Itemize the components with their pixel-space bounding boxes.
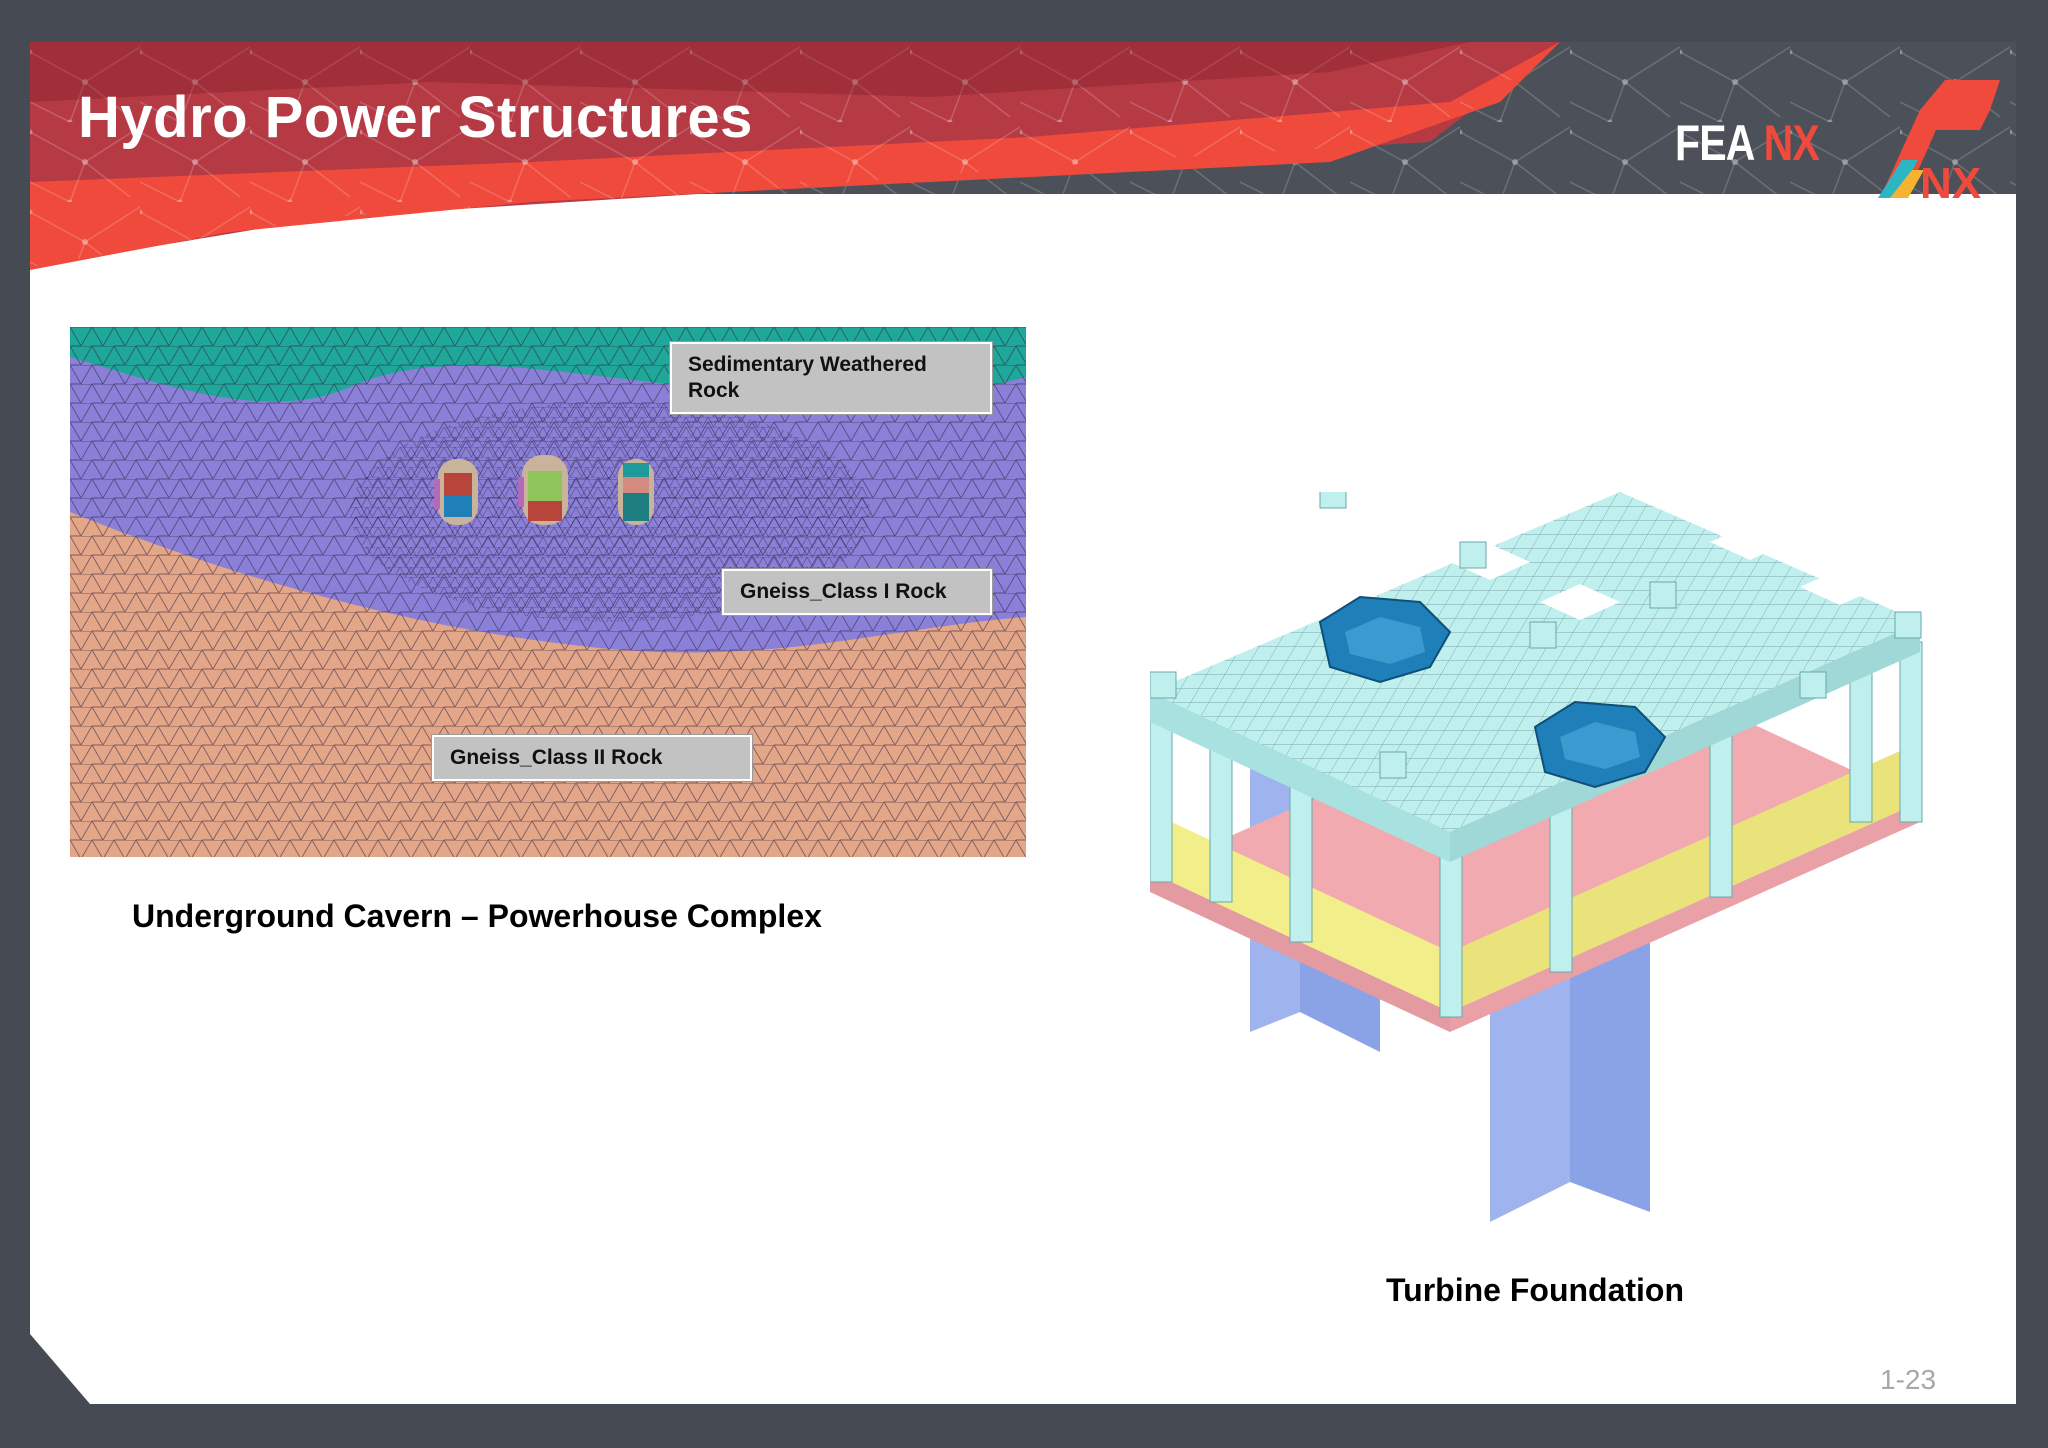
label-gneiss-class-1: Gneiss_Class I Rock: [722, 569, 992, 615]
turbine-foundation-figure: [1150, 492, 2010, 1272]
title-banner: [30, 42, 2016, 282]
cavern-openings: [434, 455, 654, 525]
label-gneiss-class-2: Gneiss_Class II Rock: [432, 735, 752, 781]
logo-mark-text: NX: [1920, 159, 1981, 208]
slide-title: Hydro Power Structures: [78, 85, 753, 150]
logo-fea: FEA: [1675, 115, 1754, 171]
nx-logo-icon: NX: [1850, 70, 2000, 220]
turbine-caption: Turbine Foundation: [1386, 1272, 1685, 1308]
fea-nx-logo-text: FEA NX: [1675, 114, 1819, 172]
logo-nx: NX: [1763, 115, 1819, 171]
turbine-pits: [1320, 597, 1665, 787]
cavern-mesh-figure: Sedimentary Weathered Rock Gneiss_Class …: [70, 327, 1026, 857]
page-number: 1-23: [1880, 1364, 1937, 1395]
slide: Hydro Power Structures FEA NX NX: [30, 42, 2016, 1404]
label-sedimentary-rock: Sedimentary Weathered Rock: [670, 342, 992, 414]
turbine-foundation-image: [1150, 492, 2010, 1272]
cavern-caption: Underground Cavern – Powerhouse Complex: [132, 898, 822, 934]
